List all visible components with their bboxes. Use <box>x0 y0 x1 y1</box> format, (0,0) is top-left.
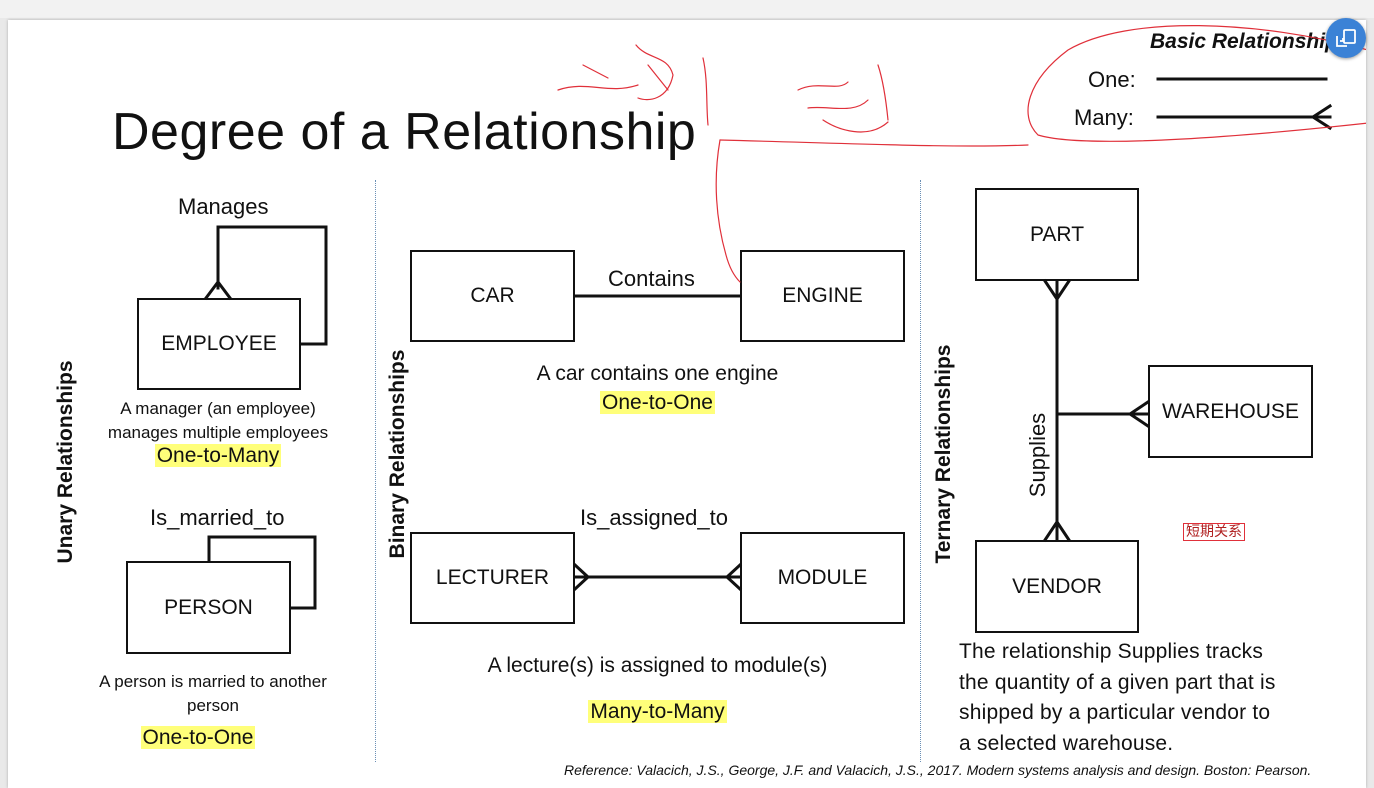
married-cardinality-wrap: One-to-One <box>78 726 318 750</box>
translate-icon <box>1336 29 1356 47</box>
relationship-manages: Manages <box>178 194 269 219</box>
handwritten-annotation <box>557 25 1366 283</box>
legend-many-crowfoot <box>1310 103 1333 131</box>
entity-lecturer: LECTURER <box>410 532 575 624</box>
manages-cardinality: One-to-Many <box>154 444 282 467</box>
part-crowfoot <box>1042 278 1072 302</box>
manages-description-line1: A manager (an employee) <box>120 399 316 418</box>
reference-text: Reference: Valacich, J.S., George, J.F. … <box>564 762 1312 778</box>
entity-warehouse: WAREHOUSE <box>1148 365 1313 458</box>
entity-car: CAR <box>410 250 575 342</box>
assigned-cardinality: Many-to-Many <box>588 700 727 723</box>
legend-title: Basic Relationship <box>1150 30 1338 53</box>
ternary-description-line2: the quantity of a given part that is <box>959 670 1276 694</box>
entity-vendor: VENDOR <box>975 540 1139 633</box>
vendor-crowfoot <box>1042 519 1072 543</box>
contains-cardinality-wrap: One-to-One <box>410 391 905 415</box>
entity-employee: EMPLOYEE <box>137 298 301 390</box>
divider-right <box>920 180 921 762</box>
entity-part: PART <box>975 188 1139 281</box>
viewer-top-bar <box>0 0 1374 18</box>
manages-description-line2: manages multiple employees <box>107 423 329 442</box>
diagram-lines <box>203 25 1366 610</box>
assigned-cardinality-wrap: Many-to-Many <box>410 700 905 724</box>
married-description-line1: A person is married to another <box>99 672 327 691</box>
ternary-description-line1: The relationship Supplies tracks <box>959 640 1264 663</box>
manages-cardinality-wrap: One-to-Many <box>88 444 348 468</box>
manages-loop <box>216 225 328 346</box>
married-cardinality: One-to-One <box>140 726 256 749</box>
assigned-right-crowfoot <box>724 562 743 592</box>
assigned-description: A lecture(s) is assigned to module(s) <box>487 654 828 677</box>
legend-one-label: One: <box>1088 67 1136 92</box>
married-description-line2: person <box>187 696 239 715</box>
married-loop <box>207 535 317 610</box>
ternary-description: The relationship Supplies tracks the qua… <box>959 637 1276 759</box>
manages-crowfoot <box>203 279 233 301</box>
assigned-left-crowfoot <box>572 562 591 592</box>
legend-many-label: Many: <box>1074 105 1134 130</box>
warehouse-crowfoot <box>1127 399 1151 429</box>
divider-left <box>375 180 376 762</box>
ternary-description-line4: a selected warehouse. <box>959 731 1174 755</box>
annotation-note: 短期关系 <box>1183 523 1245 541</box>
translate-button[interactable] <box>1326 18 1366 58</box>
entity-engine: ENGINE <box>740 250 905 342</box>
relationship-is-assigned-to: Is_assigned_to <box>580 505 728 530</box>
relationship-is-married-to: Is_married_to <box>150 505 285 530</box>
contains-description: A car contains one engine <box>536 362 779 385</box>
entity-module: MODULE <box>740 532 905 624</box>
slide-title: Degree of a Relationship <box>112 103 697 161</box>
slide: Degree of a Relationship Basic Relations… <box>8 20 1366 788</box>
relationship-contains: Contains <box>608 266 695 291</box>
contains-cardinality: One-to-One <box>600 391 715 414</box>
ternary-description-line3: shipped by a particular vendor to <box>959 701 1271 724</box>
